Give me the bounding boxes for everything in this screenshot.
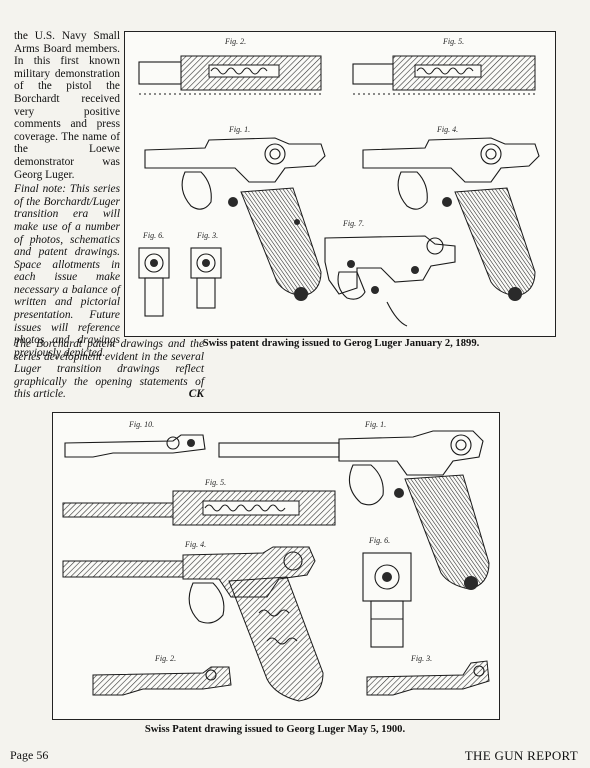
fig-label: Fig. 5.	[204, 478, 226, 487]
fig-label: Fig. 6.	[142, 231, 164, 240]
fig-label: Fig. 10.	[128, 420, 154, 429]
fig-label: Fig. 2.	[154, 654, 176, 663]
fig-4-pistol-frame	[362, 137, 540, 301]
fig-label: Fig. 3.	[410, 654, 432, 663]
fig-label: Fig. 1.	[228, 125, 250, 134]
author-initials: CK	[188, 388, 204, 401]
patent-drawing-1900-illustration: Fig. 10. Fig. 1. Fig. 5. Fig. 4.	[62, 420, 490, 702]
article-text-column: the U.S. Navy Small Arms Board members. …	[14, 30, 204, 400]
fig-2-frame-part	[92, 666, 232, 696]
patent-drawing-1899: Fig. 2. Fig. 5. Fig. 1.	[124, 31, 556, 337]
final-note-paragraph: Final note: This series of the Borchardt…	[14, 183, 120, 359]
fig-10-toggle-link	[64, 434, 206, 458]
closing-paragraph-block: The Borchardt patent drawings and the se…	[14, 338, 204, 401]
fig-label: Fig. 2.	[224, 37, 246, 46]
caption-1899: Swiss patent drawing issued to Gerog Lug…	[202, 338, 480, 349]
fig-1-pistol-frame	[144, 137, 326, 301]
fig-2-receiver-section	[138, 55, 322, 95]
publication-name: THE GUN REPORT	[464, 748, 578, 763]
fig-label: Fig. 3.	[196, 231, 218, 240]
fig-3-end-view	[190, 247, 222, 309]
fig-1-complete-pistol	[218, 430, 490, 590]
fig-4-pistol-section	[62, 546, 324, 702]
fig-label: Fig. 6.	[368, 536, 390, 545]
page-number: Page 56	[10, 748, 49, 762]
fig-label: Fig. 4.	[436, 125, 458, 134]
fig-label: Fig. 1.	[364, 420, 386, 429]
fig-label: Fig. 7.	[342, 219, 364, 228]
fig-6-end-view	[138, 247, 170, 317]
caption-1900: Swiss Patent drawing issued to Georg Lug…	[144, 724, 406, 735]
fig-7-frame-detail	[324, 235, 456, 327]
fig-3-frame-part	[366, 660, 490, 696]
fig-label: Fig. 4.	[184, 540, 206, 549]
patent-drawing-1900: Fig. 10. Fig. 1. Fig. 5. Fig. 4.	[52, 412, 500, 720]
fig-6-magazine-view	[362, 552, 412, 648]
patent-drawing-1899-illustration: Fig. 2. Fig. 5. Fig. 1.	[138, 37, 540, 327]
fig-label: Fig. 5.	[442, 37, 464, 46]
article-lead-paragraph: the U.S. Navy Small Arms Board members. …	[14, 30, 120, 181]
closing-paragraph: The Borchardt patent drawings and the se…	[14, 338, 204, 401]
fig-5-receiver-section	[352, 55, 536, 95]
fig-5-longitudinal-section	[62, 490, 336, 526]
